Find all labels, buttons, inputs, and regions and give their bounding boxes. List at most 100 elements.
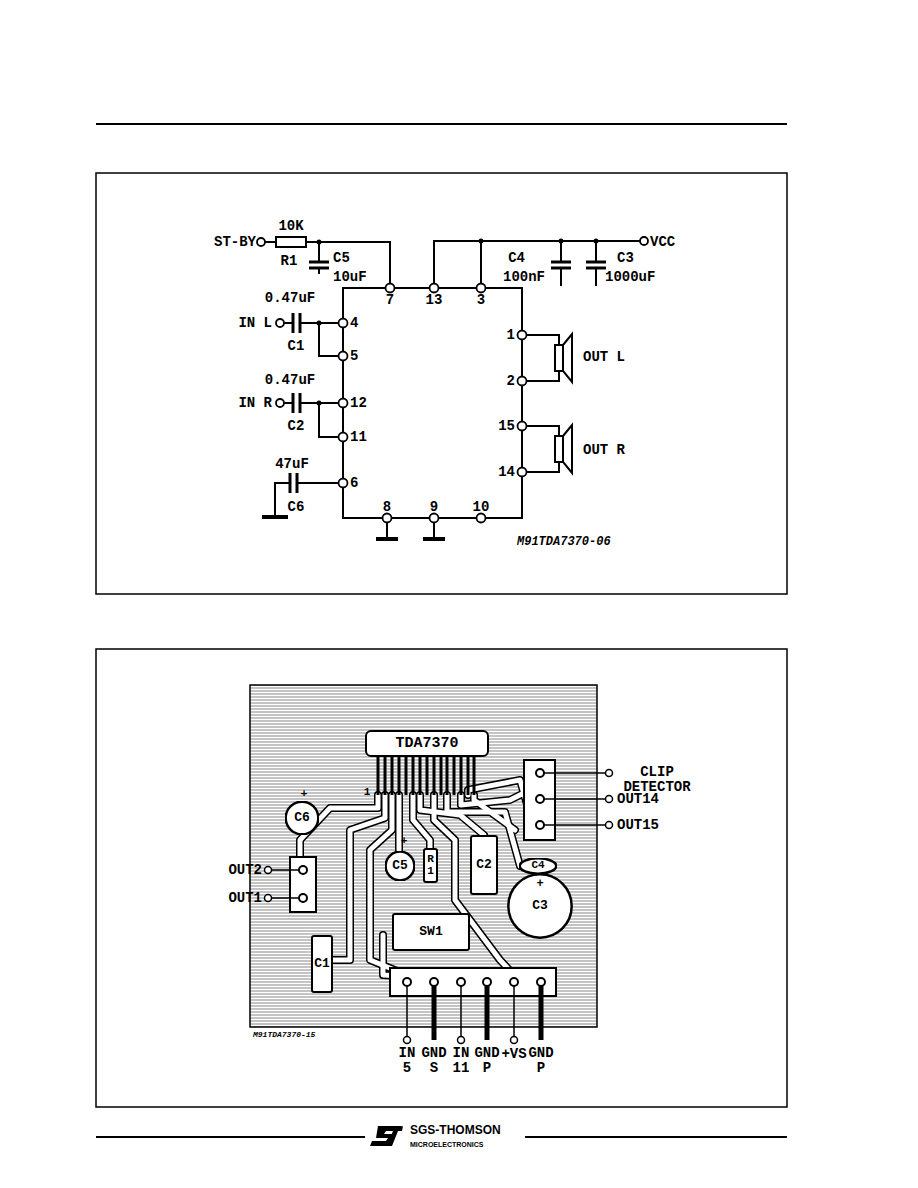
pin-number: 9 (430, 500, 438, 515)
drawing-line (544, 772, 605, 774)
drawing-circle (299, 894, 307, 902)
drawing-circle (265, 867, 272, 874)
drawing-circle (510, 978, 518, 986)
pin-number: 12 (350, 396, 367, 411)
drawing-circle (430, 284, 439, 293)
pin-number: 15 (498, 419, 515, 434)
pin-number: 4 (350, 316, 358, 331)
component-name: C4 (531, 860, 544, 872)
signal-label: GND P (526, 1046, 556, 1075)
drawing-line (406, 986, 408, 1036)
drawing-g (300, 780, 530, 978)
component-outline-shape (286, 802, 319, 835)
drawing-line (539, 986, 544, 1040)
drawing-circle (404, 1037, 411, 1044)
signal-label: R1 (281, 254, 298, 269)
figure-frames (96, 173, 787, 1107)
drawing-circle (606, 770, 613, 777)
signal-label: OUT15 (617, 818, 659, 833)
drawing-polyline (527, 426, 559, 436)
drawing-rect (250, 685, 597, 1027)
drawing-circle (317, 240, 322, 245)
drawing-line (96, 1136, 365, 1138)
drawing-circle (299, 866, 307, 874)
drawing-line (262, 515, 288, 519)
drawing-line (423, 537, 445, 541)
drawing-line (586, 261, 606, 264)
drawing-rect (290, 857, 316, 912)
drawing-polyline (527, 371, 559, 381)
drawing-circle (640, 237, 648, 245)
drawing-line (433, 523, 435, 537)
page-rules (96, 124, 787, 1137)
drawing-line (560, 241, 562, 262)
drawing-line (386, 523, 388, 537)
drawing-polygon (563, 425, 572, 473)
pcb-board (250, 685, 597, 1027)
drawing-circle (606, 822, 613, 829)
component-name: TDA7370 (395, 736, 458, 752)
drawing-circle (479, 239, 484, 244)
signal-label: + (401, 836, 408, 848)
drawing-circle (383, 514, 392, 523)
drawing-circle (536, 795, 544, 803)
drawing-line (560, 268, 562, 286)
drawing-line (318, 268, 320, 274)
drawing-circle (477, 514, 486, 523)
ic-outline (343, 288, 522, 518)
drawing-polyline (527, 335, 559, 345)
signal-label: 0.47uF (265, 373, 315, 388)
drawing-polygon (370, 1126, 402, 1146)
drawing-line (460, 986, 462, 1036)
signal-label: 100nF (503, 270, 545, 285)
signal-label: C5 (333, 251, 350, 266)
drawing-path (474, 795, 515, 830)
signal-label: +VS (501, 1047, 526, 1062)
drawing-line (467, 757, 470, 795)
signal-label: + (301, 789, 308, 801)
pin-number: 10 (473, 500, 490, 515)
drawing-path (461, 790, 530, 805)
component-circle: C4 (519, 858, 557, 874)
drawing-rect (555, 345, 563, 371)
component-box: SW1 (392, 913, 470, 951)
drawing-line (96, 123, 787, 125)
signal-label: OUT2 (228, 863, 262, 878)
signal-label: GND P (472, 1046, 502, 1075)
signal-label: IN R (238, 396, 272, 411)
signal-label: C6 (288, 500, 305, 515)
signal-label: GND S (419, 1046, 449, 1075)
drawing-line (544, 798, 605, 800)
drawing-circle (457, 978, 465, 986)
drawing-circle (536, 769, 544, 777)
signal-label: IN 11 (446, 1046, 476, 1075)
drawing-circle (339, 433, 348, 442)
signal-label: IN 5 (392, 1046, 422, 1075)
drawing-line (595, 268, 597, 286)
drawing-circle (339, 399, 348, 408)
signal-label: C2 (288, 419, 305, 434)
drawing-line (384, 757, 387, 795)
drawing-circle (518, 331, 527, 340)
drawing-line (432, 986, 437, 1040)
drawing-rect (555, 436, 563, 462)
drawing-circle (559, 239, 564, 244)
pin-number: 8 (383, 500, 391, 515)
drawing-line (297, 482, 338, 484)
drawing-polyline (527, 462, 559, 472)
pin-number: 7 (386, 293, 394, 308)
drawing-rect (390, 968, 556, 996)
pin-number: 14 (498, 465, 515, 480)
leader-lines (272, 773, 605, 1040)
signal-label: VCC (650, 235, 675, 250)
component-box: C2 (470, 835, 498, 895)
component-name: C1 (314, 957, 330, 971)
drawing-circle (511, 1037, 518, 1044)
drawing-circle (276, 319, 284, 327)
drawing-circle (339, 479, 348, 488)
component-outline-shape (508, 874, 571, 937)
drawing-circle (317, 321, 322, 326)
signal-label: ST-BY (214, 235, 256, 250)
drawing-circle (483, 978, 491, 986)
component-name: C2 (476, 858, 492, 872)
